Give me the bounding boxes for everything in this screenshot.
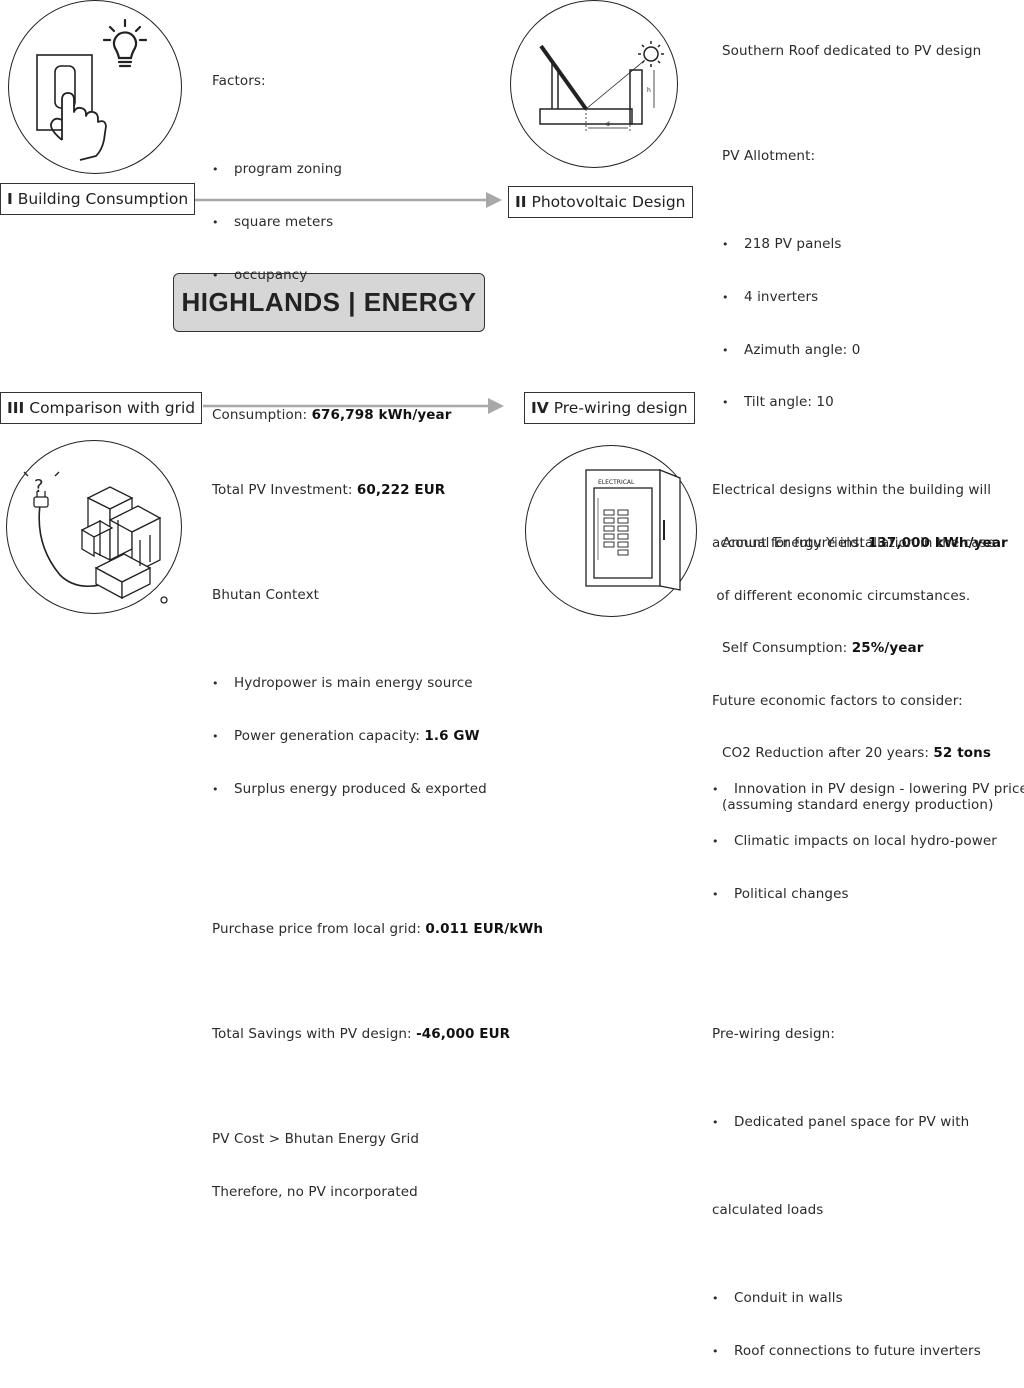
self-value: 25%/year bbox=[851, 639, 924, 656]
svg-text:?: ? bbox=[34, 476, 44, 497]
prewire-list: Dedicated panel space for PV with bbox=[712, 1079, 1024, 1167]
section-1-label: I Building Consumption bbox=[0, 183, 196, 215]
allotment-item: 218 PV panels bbox=[722, 236, 1008, 254]
section-2-title: Photovoltaic Design bbox=[531, 193, 686, 211]
purchase-line: Purchase price from local grid: 0.011 EU… bbox=[212, 921, 543, 939]
pv-panel-tilt-diagram-icon: h d bbox=[539, 41, 664, 132]
context-item: Surplus energy produced & exported bbox=[212, 781, 543, 799]
section-4-label: IV Pre-wiring design bbox=[524, 392, 695, 424]
context-list: Hydropower is main energy source Power g… bbox=[212, 640, 543, 834]
yield-value: 137,000 kWh/year bbox=[867, 534, 1008, 551]
savings-line: Total Savings with PV design: -46,000 EU… bbox=[212, 1026, 543, 1044]
prewire-item-continued: calculated loads bbox=[712, 1202, 824, 1219]
self-consumption-line: Self Consumption: 25%/year bbox=[722, 640, 1008, 658]
conclusion-2: Therefore, no PV incorporated bbox=[212, 1183, 418, 1200]
prewire-item: Roof connections to future inverters bbox=[712, 1343, 1024, 1361]
electrical-panel-label: ELECTRICAL bbox=[598, 479, 635, 486]
purchase-value: 0.011 EUR/kWh bbox=[425, 920, 544, 937]
allotment-title: PV Allotment: bbox=[722, 148, 816, 165]
prewire-list-2: Conduit in walls Roof connections to fut… bbox=[712, 1255, 1024, 1388]
building-plug-icon: ? bbox=[23, 471, 168, 604]
context-item: Power generation capacity: 1.6 GW bbox=[212, 728, 543, 746]
prewire-title: Pre-wiring design: bbox=[712, 1026, 835, 1043]
consumption-line: Consumption: 676,798 kWh/year bbox=[212, 407, 452, 425]
context-item: Hydropower is main energy source bbox=[212, 675, 543, 693]
self-label: Self Consumption: bbox=[722, 639, 852, 656]
prewire-intro-3: of different economic circumstances. bbox=[712, 587, 971, 604]
section-3-label: III Comparison with grid bbox=[0, 392, 203, 424]
section-1-num: I bbox=[7, 190, 13, 208]
prewire-item: Conduit in walls bbox=[712, 1290, 1024, 1308]
investment-label: Total PV Investment: bbox=[212, 482, 357, 499]
future-item: Climatic impacts on local hydro-power bbox=[712, 833, 1024, 851]
section-3-num: III bbox=[7, 399, 25, 417]
section-4-num: IV bbox=[531, 399, 549, 417]
yield-label: Annual Energy Yield: bbox=[722, 534, 868, 551]
purchase-label: Purchase price from local grid: bbox=[212, 920, 426, 937]
investment-line: Total PV Investment: 60,222 EUR bbox=[212, 482, 543, 500]
factors-title: Factors: bbox=[212, 73, 266, 90]
pv-intro: Southern Roof dedicated to PV design bbox=[722, 43, 982, 60]
consumption-value: 676,798 kWh/year bbox=[311, 406, 452, 423]
consumption-label: Consumption: bbox=[212, 406, 312, 423]
section-3-title: Comparison with grid bbox=[29, 399, 196, 417]
prewire-item: Dedicated panel space for PV with bbox=[712, 1114, 1024, 1132]
section-1-title: Building Consumption bbox=[17, 190, 189, 208]
section-3-text: Total PV Investment: 60,222 EUR Bhutan C… bbox=[212, 447, 543, 1219]
allotment-item: Tilt angle: 10 bbox=[722, 394, 1008, 412]
diagram-d-label: d bbox=[606, 121, 610, 128]
allotment-list: 218 PV panels 4 inverters Azimuth angle:… bbox=[722, 201, 1008, 447]
savings-value: -46,000 EUR bbox=[416, 1025, 511, 1042]
diagram-h-label: h bbox=[647, 87, 651, 94]
prewire-intro-2: account for future installation in the c… bbox=[712, 534, 996, 551]
prewire-intro-1: Electrical designs within the building w… bbox=[712, 482, 992, 499]
section-1-text: Factors: program zoning square meters oc… bbox=[212, 38, 452, 442]
section-4-title: Pre-wiring design bbox=[553, 399, 688, 417]
future-list: Innovation in PV design - lowering PV pr… bbox=[712, 746, 1024, 940]
section-2-num: II bbox=[515, 193, 527, 211]
factor-item: occupancy bbox=[212, 267, 452, 285]
factor-item: program zoning bbox=[212, 161, 452, 179]
allotment-item: 4 inverters bbox=[722, 289, 1008, 307]
factor-item: square meters bbox=[212, 214, 452, 232]
allotment-item: Azimuth angle: 0 bbox=[722, 342, 1008, 360]
investment-value: 60,222 EUR bbox=[356, 482, 446, 499]
future-item: Political changes bbox=[712, 886, 1024, 904]
arrow-1-to-2 bbox=[191, 192, 504, 414]
context-title: Bhutan Context bbox=[212, 587, 320, 604]
light-switch-hand-icon bbox=[36, 18, 148, 161]
future-title: Future economic factors to consider: bbox=[712, 692, 963, 709]
pv-design-circle bbox=[510, 0, 678, 168]
section-2-label: II Photovoltaic Design bbox=[508, 186, 693, 218]
savings-label: Total Savings with PV design: bbox=[212, 1025, 417, 1042]
section-4-text: Electrical designs within the building w… bbox=[712, 447, 1024, 1388]
electrical-panel-icon: ELECTRICAL bbox=[585, 469, 681, 591]
yield-line: Annual Energy Yield: 137,000 kWh/year bbox=[722, 535, 1008, 553]
factors-list: program zoning square meters occupancy bbox=[212, 126, 452, 320]
conclusion-1: PV Cost > Bhutan Energy Grid bbox=[212, 1130, 420, 1147]
future-item: Innovation in PV design - lowering PV pr… bbox=[712, 781, 1024, 799]
